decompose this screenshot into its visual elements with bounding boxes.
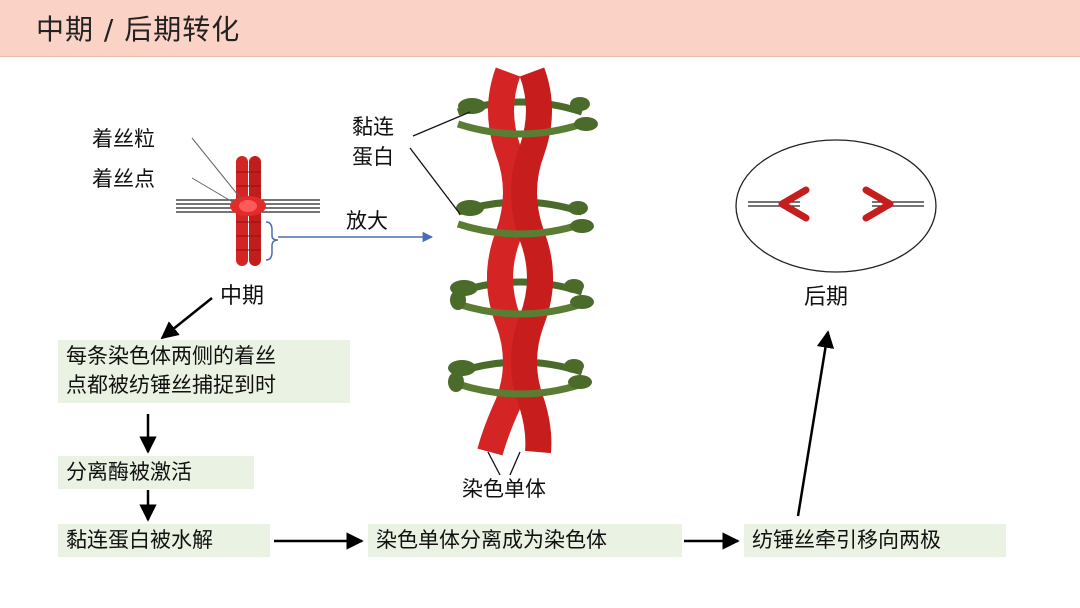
step-box-spindle-capture-line1: 每条染色体两侧的着丝 [66, 344, 276, 368]
sister-chromatid-label: 染色单体 [462, 477, 546, 501]
metaphase-label: 中期 [220, 284, 265, 309]
step-box-move-to-poles: 纺锤丝牵引移向两极 [744, 524, 1006, 558]
step-box-spindle-capture: 每条染色体两侧的着丝 点都被纺锤丝捕捉到时 [58, 340, 350, 403]
step-box-spindle-capture-line2: 点都被纺锤丝捕捉到时 [66, 373, 276, 398]
step-box-separase-activated: 分离酶被激活 [58, 456, 254, 490]
magnify-label: 放大 [346, 209, 388, 233]
kinetochore-point-label: 着丝点 [92, 167, 155, 191]
page-title: 中期 / 后期转化 [36, 13, 241, 46]
step-box-cohesin-hydrolyzed: 黏连蛋白被水解 [58, 524, 270, 558]
step-box-chromatids-separate: 染色单体分离成为染色体 [368, 524, 682, 558]
kinetochore-particle-label: 着丝粒 [92, 127, 155, 151]
metaphase-chromosome [176, 137, 320, 266]
anaphase-cell [735, 139, 937, 273]
title-bar: 中期 / 后期转化 [0, 0, 1080, 57]
anaphase-label: 后期 [804, 285, 849, 310]
magnified-chromatids [409, 67, 598, 476]
flow-arrows [139, 297, 835, 550]
cohesin-label-line1: 黏连 [352, 115, 394, 139]
cohesin-label-line2: 蛋白 [352, 145, 394, 169]
